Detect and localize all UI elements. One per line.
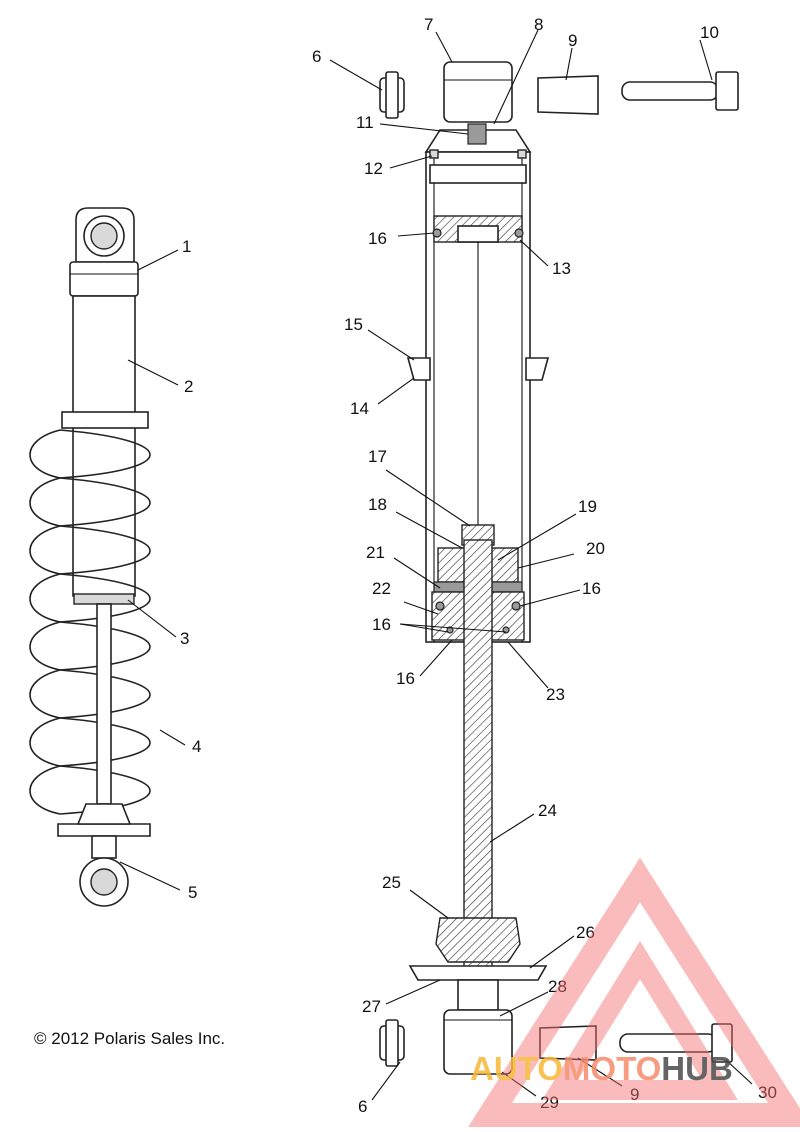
exploded-shock bbox=[379, 61, 739, 1075]
callout-6-bottom: 6 bbox=[358, 1097, 367, 1116]
watermark-text: AUTOMOTOHUB bbox=[470, 1050, 733, 1087]
callout-17: 17 bbox=[368, 447, 387, 466]
callout-16-b: 16 bbox=[582, 579, 601, 598]
copyright-notice: © 2012 Polaris Sales Inc. bbox=[34, 1029, 226, 1048]
flange-nut-bottom bbox=[379, 1019, 405, 1067]
floating-piston-13 bbox=[432, 215, 524, 243]
callout-16-c: 16 bbox=[372, 615, 391, 634]
bolt-30 bbox=[619, 1023, 733, 1063]
callout-6-top: 6 bbox=[312, 47, 321, 66]
callout-3: 3 bbox=[180, 629, 189, 648]
reservoir-clip-left bbox=[406, 357, 431, 381]
callout-1: 1 bbox=[182, 237, 191, 256]
spring-retainer-top bbox=[61, 411, 149, 429]
leader-lines bbox=[119, 29, 753, 1101]
callout-16-a: 16 bbox=[368, 229, 387, 248]
body-cap bbox=[69, 261, 139, 297]
flange-nut-top bbox=[379, 71, 405, 119]
piston-rod-24 bbox=[463, 539, 493, 981]
top-eyelet bbox=[75, 207, 135, 263]
callout-30: 30 bbox=[758, 1083, 777, 1102]
assembled-shock bbox=[29, 207, 151, 907]
reservoir-clip-right bbox=[525, 357, 550, 381]
callout-26: 26 bbox=[576, 923, 595, 942]
watermark-triangle-inner bbox=[542, 940, 738, 1100]
watermark-triangle-outer bbox=[468, 857, 800, 1127]
callout-labels: 1 2 3 4 5 6 7 8 9 10 11 12 13 14 15 16 1… bbox=[180, 15, 777, 1116]
callout-13: 13 bbox=[552, 259, 571, 278]
callout-9-bottom: 9 bbox=[630, 1085, 639, 1104]
callout-14: 14 bbox=[350, 399, 369, 418]
damper-shaft bbox=[96, 603, 112, 805]
spring-adjuster-ring bbox=[73, 593, 135, 605]
callout-21: 21 bbox=[366, 543, 385, 562]
lower-spring-seat bbox=[57, 823, 151, 837]
callout-15: 15 bbox=[344, 315, 363, 334]
callout-11: 11 bbox=[356, 113, 374, 132]
watermark-hub: HUB bbox=[661, 1050, 733, 1087]
bolt-10 bbox=[621, 71, 739, 111]
callout-27: 27 bbox=[362, 997, 381, 1016]
top-eyelet-7 bbox=[443, 61, 513, 123]
callout-2: 2 bbox=[184, 377, 193, 396]
callout-24: 24 bbox=[538, 801, 557, 820]
watermark-moto: MOTO bbox=[563, 1050, 661, 1087]
watermark-logo: AUTOMOTOHUB bbox=[468, 857, 800, 1127]
callout-29: 29 bbox=[540, 1093, 559, 1112]
callout-19: 19 bbox=[578, 497, 597, 516]
bottom-eyelet bbox=[79, 835, 129, 907]
bumper-25 bbox=[435, 917, 521, 963]
callout-5: 5 bbox=[188, 883, 197, 902]
bushing-9-bottom bbox=[539, 1025, 597, 1061]
callout-4: 4 bbox=[192, 737, 201, 756]
watermark-auto: AUTO bbox=[470, 1050, 563, 1087]
callout-10: 10 bbox=[700, 23, 719, 42]
lower-spring-seat-26 bbox=[408, 965, 548, 981]
callout-9-top: 9 bbox=[568, 31, 577, 50]
callout-20: 20 bbox=[586, 539, 605, 558]
callout-8: 8 bbox=[534, 15, 543, 34]
callout-23: 23 bbox=[546, 685, 565, 704]
bushing-9 bbox=[537, 75, 599, 115]
callout-25: 25 bbox=[382, 873, 401, 892]
callout-12: 12 bbox=[364, 159, 383, 178]
callout-16-d: 16 bbox=[396, 669, 415, 688]
callout-7: 7 bbox=[424, 15, 433, 34]
bottom-eyelet-29 bbox=[443, 979, 513, 1075]
bleed-screw-8 bbox=[467, 123, 487, 145]
callout-28: 28 bbox=[548, 977, 567, 996]
shock-body bbox=[72, 295, 136, 597]
callout-22: 22 bbox=[372, 579, 391, 598]
callout-18: 18 bbox=[368, 495, 387, 514]
